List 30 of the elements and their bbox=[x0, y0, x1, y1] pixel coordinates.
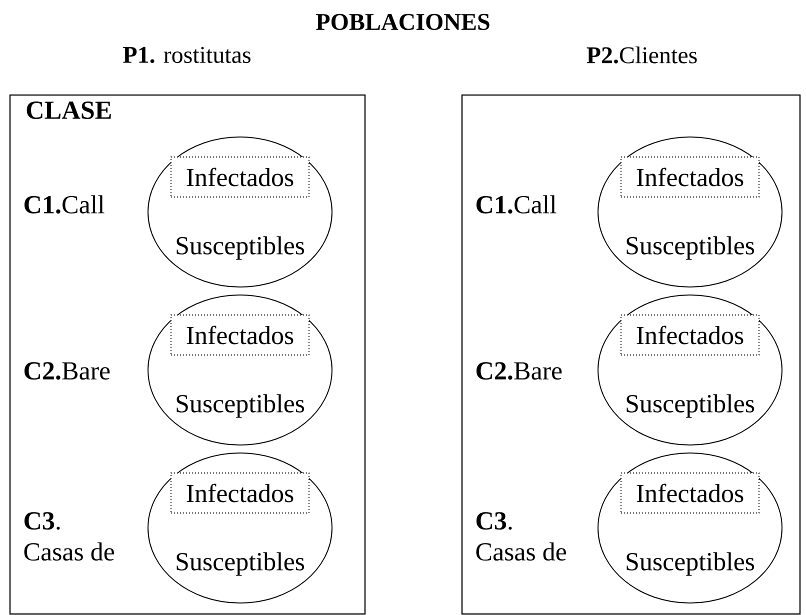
infected-box: Infectados bbox=[170, 314, 310, 356]
title: POBLACIONES bbox=[316, 14, 490, 30]
compartment-label: Susceptibles bbox=[626, 236, 754, 260]
class-label: C2.Bare bbox=[24, 362, 110, 380]
infected-box: Infectados bbox=[620, 314, 760, 356]
compartment-label: Susceptibles bbox=[176, 236, 304, 260]
class-label: C2.Bare bbox=[476, 362, 562, 380]
infected-box: Infectados bbox=[620, 472, 760, 514]
compartment-label: Susceptibles bbox=[176, 552, 304, 576]
compartment-ellipse bbox=[148, 452, 332, 604]
infected-box: Infectados bbox=[620, 156, 760, 198]
class-label: C3. Casas de bbox=[476, 512, 566, 561]
infected-box: Infectados bbox=[170, 156, 310, 198]
column-heading: CLASE bbox=[26, 102, 111, 119]
compartment-ellipse bbox=[148, 294, 332, 446]
panel-heading: P2.Clientes bbox=[586, 46, 697, 64]
compartment-ellipse bbox=[598, 452, 782, 604]
compartment-ellipse bbox=[598, 136, 782, 288]
population-box bbox=[9, 46, 366, 615]
population-box bbox=[461, 46, 801, 615]
compartment-label: Susceptibles bbox=[176, 394, 304, 418]
class-label: C1.Call bbox=[24, 195, 104, 214]
class-label: C3. Casas de bbox=[24, 512, 114, 561]
compartment-label: Susceptibles bbox=[626, 394, 754, 418]
infected-box: Infectados bbox=[170, 472, 310, 514]
panel-heading: P1. rostitutas bbox=[123, 46, 250, 64]
compartment-ellipse bbox=[148, 136, 332, 288]
compartment-label: Susceptibles bbox=[626, 552, 754, 576]
class-label: C1.Call bbox=[476, 195, 556, 214]
compartment-ellipse bbox=[598, 294, 782, 446]
